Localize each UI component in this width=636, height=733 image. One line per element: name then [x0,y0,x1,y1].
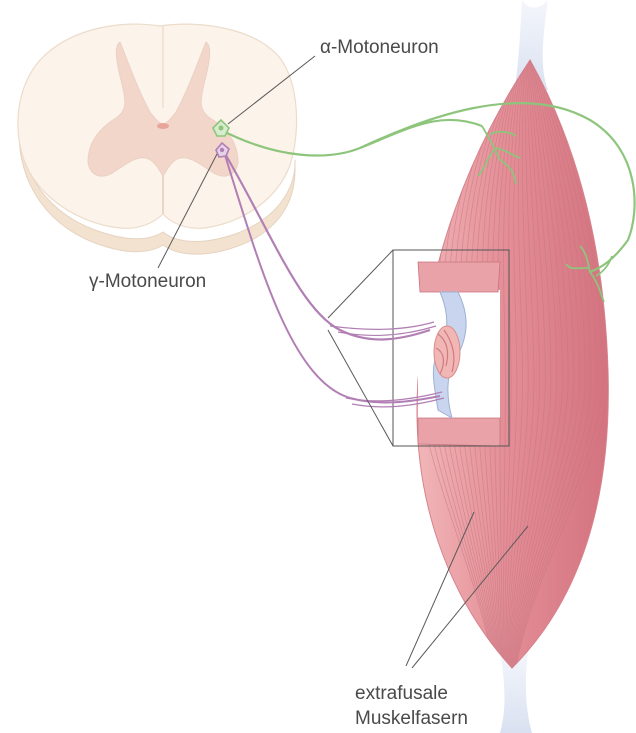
upper-fiber-stubs [418,262,500,292]
lower-fiber-stubs [418,418,500,446]
alpha-motoneuron-label: α-Motoneuron [320,36,439,60]
leader-inset-top [328,250,393,318]
central-canal [157,123,169,129]
extrafusal-label-line2: Muskelfasern [355,706,468,731]
extrafusal-label-line1: extrafusale [355,681,468,706]
extrafusal-fibers-label: extrafusale Muskelfasern [355,681,468,731]
leader-inset-bottom [328,330,393,446]
spinal-cord-section [18,24,297,254]
gamma-motoneuron-label: γ-Motoneuron [89,270,206,294]
